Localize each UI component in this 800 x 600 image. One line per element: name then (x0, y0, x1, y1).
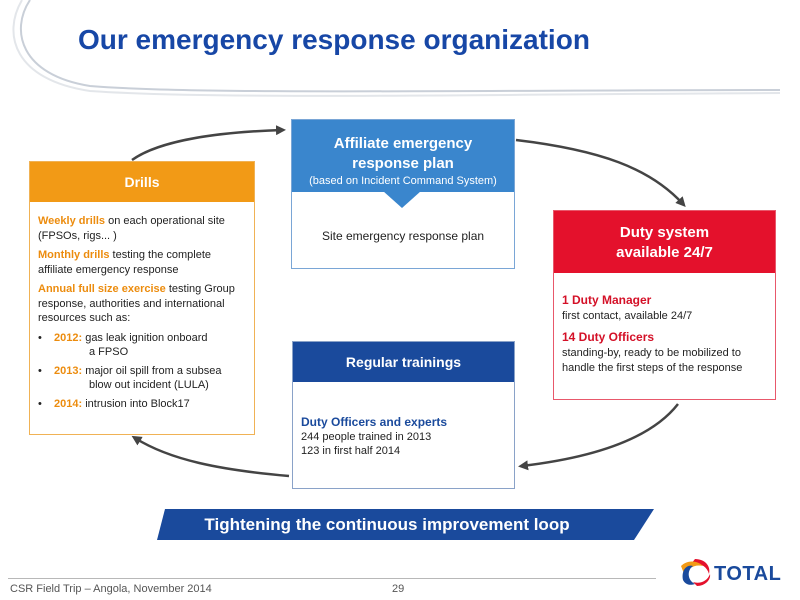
total-logo-icon (681, 559, 711, 586)
arrow-trainings-to-drills (131, 435, 290, 478)
duty-heading: Duty system available 24/7 (554, 211, 775, 273)
drills-heading: Drills (30, 162, 254, 202)
banner-shape (157, 509, 654, 540)
arrow-duty-to-trainings (518, 403, 679, 471)
weekly-drills: Weekly drills on each operational site (… (38, 215, 225, 242)
affiliate-subtitle: (based on Incident Command System) (309, 175, 497, 187)
affiliate-heading: Affiliate emergency response plan (based… (292, 120, 514, 192)
drills-body: Weekly drills on each operational site (… (30, 202, 254, 411)
annual-exercise: Annual full size exercise testing Group … (38, 283, 235, 324)
trainings-heading: Regular trainings (293, 342, 514, 382)
total-logo-text: TOTAL (714, 563, 782, 585)
affiliate-notch (383, 191, 421, 208)
footer-divider (8, 578, 656, 579)
drills-box: Drills Weekly drills on each operational… (29, 161, 255, 435)
monthly-drills: Monthly drills testing the complete affi… (38, 249, 212, 276)
affiliate-body: Site emergency response plan (321, 229, 485, 243)
trainings-box: Regular trainings Duty Officers and expe… (292, 341, 515, 489)
list-item: •2014: intrusion into Block17 (38, 397, 190, 410)
trainings-body: Duty Officers and experts 244 people tra… (301, 415, 448, 457)
footer-text: CSR Field Trip – Angola, November 2014 (10, 583, 212, 595)
header-swoosh (12, 0, 781, 97)
page-title: Our emergency response organization (78, 24, 590, 55)
duty-box: Duty system available 24/7 1 Duty Manage… (553, 210, 776, 400)
affiliate-box: Affiliate emergency response plan (based… (291, 119, 515, 269)
arrow-drills-to-affiliate (131, 125, 286, 162)
page-number: 29 (392, 583, 405, 595)
arrow-affiliate-to-duty (515, 138, 686, 207)
banner-text: Tightening the continuous improvement lo… (204, 515, 570, 534)
